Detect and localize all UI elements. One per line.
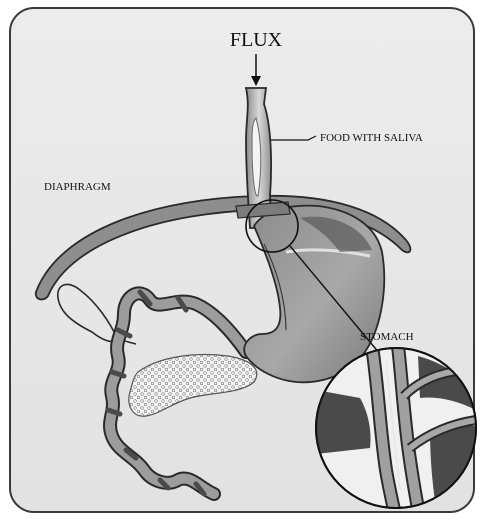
food-label: FOOD WITH SALIVA — [320, 132, 423, 144]
flux-title: FLUX — [230, 29, 283, 51]
stomach-label: STOMACH — [360, 331, 414, 343]
diaphragm-label: DIAPHRAGM — [44, 181, 111, 193]
